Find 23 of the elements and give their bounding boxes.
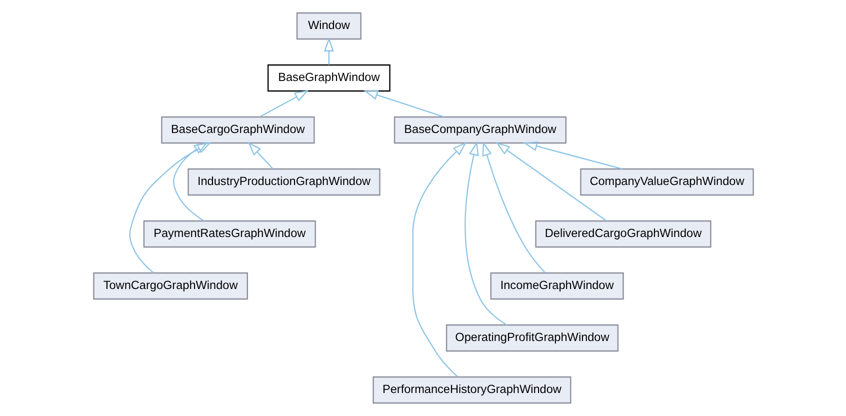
arrow — [172, 142, 208, 222]
node-box: Window — [296, 12, 361, 40]
node-box: DeliveredCargoGraphWindow — [534, 220, 711, 248]
arrow — [412, 142, 466, 378]
node-box: OperatingProfitGraphWindow — [445, 324, 618, 352]
arrow — [128, 142, 211, 274]
node-box: IndustryProductionGraphWindow — [187, 168, 380, 196]
arrow — [522, 141, 622, 170]
node-box: PerformanceHistoryGraphWindow — [372, 376, 571, 404]
arrow — [464, 141, 507, 326]
arrow — [363, 90, 444, 118]
node-box: BaseCargoGraphWindow — [160, 116, 314, 144]
node-box: PaymentRatesGraphWindow — [142, 220, 316, 248]
arrow — [259, 90, 308, 118]
node-box: BaseGraphWindow — [266, 64, 390, 92]
node-box: TownCargoGraphWindow — [92, 272, 248, 300]
node-box: BaseCompanyGraphWindow — [393, 116, 566, 144]
node-box: CompanyValueGraphWindow — [580, 168, 754, 196]
node-box: IncomeGraphWindow — [490, 272, 624, 300]
arrow — [247, 142, 273, 170]
arrow — [482, 142, 545, 274]
arrow — [495, 142, 606, 222]
arrow — [323, 37, 334, 65]
